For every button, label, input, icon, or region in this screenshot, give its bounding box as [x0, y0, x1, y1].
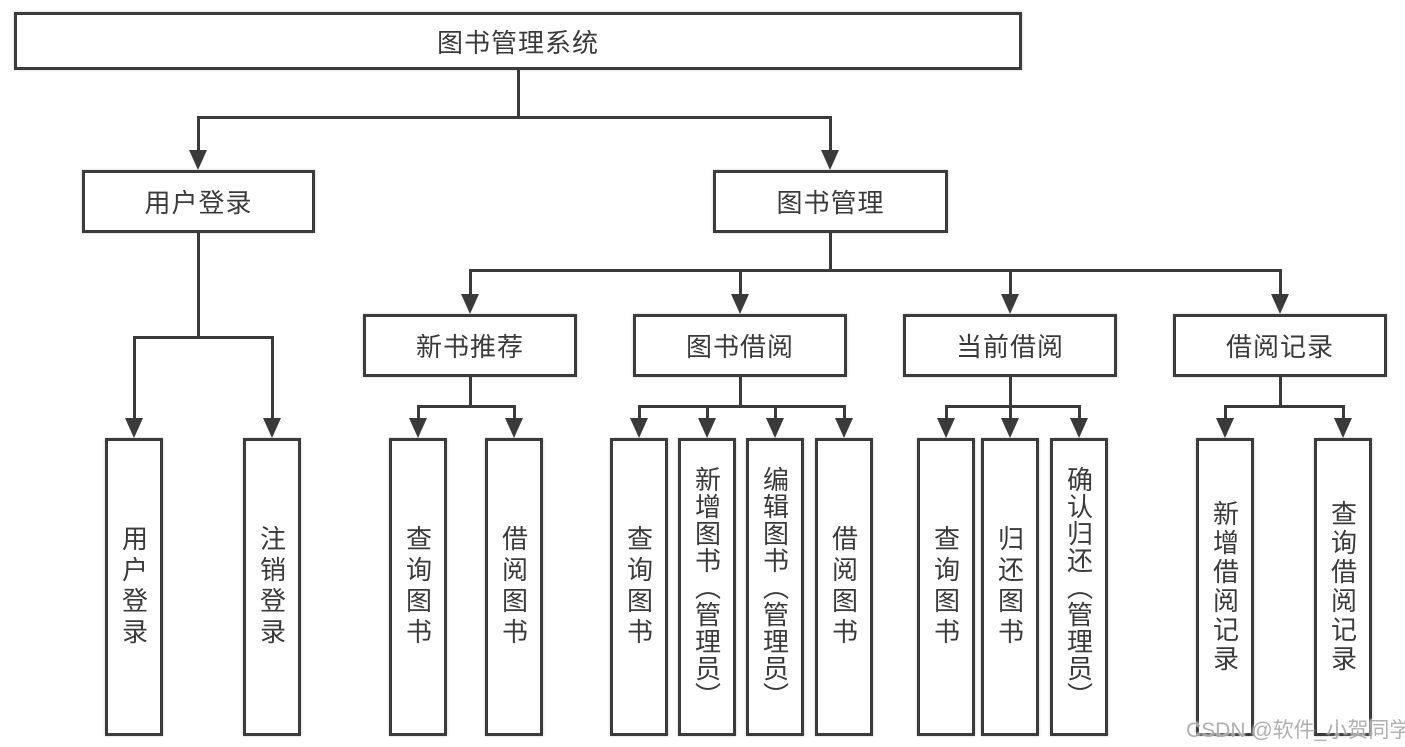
node-label: 查询图书: [623, 525, 654, 649]
arrow-down-icon: [1334, 418, 1352, 438]
node-label: 借阅图书: [828, 525, 859, 649]
node-label: 新书推荐: [415, 332, 524, 362]
leaf-borrow-books: 借阅图书: [815, 438, 873, 736]
connector-vline: [638, 405, 641, 420]
arrow-down-icon: [1216, 418, 1234, 438]
arrow-down-icon: [821, 150, 839, 170]
connector-vline: [197, 233, 200, 339]
arrow-down-icon: [1271, 294, 1289, 314]
node-label: 用户登录: [144, 188, 253, 218]
connector-vline: [1224, 405, 1227, 420]
arrow-down-icon: [461, 294, 479, 314]
node-user-login-branch: 用户登录: [82, 170, 315, 233]
connector-vline: [843, 405, 846, 420]
connector-hline: [1224, 405, 1344, 408]
node-label: 借阅图书: [498, 525, 529, 649]
arrow-down-icon: [125, 418, 143, 438]
connector-vline: [739, 377, 742, 408]
node-new-book-recommend: 新书推荐: [363, 314, 577, 377]
connector-hline: [945, 405, 1080, 408]
arrow-down-icon: [189, 150, 207, 170]
node-current-borrowing: 当前借阅: [903, 314, 1117, 377]
leaf-return-book: 归还图书: [981, 438, 1039, 736]
arrow-down-icon: [1001, 418, 1019, 438]
node-label: 图书借阅: [685, 332, 794, 362]
node-borrowing-records: 借阅记录: [1173, 314, 1387, 377]
connector-hline: [133, 336, 274, 339]
watermark: CSDN @软件_小贺同学: [1186, 719, 1405, 742]
leaf-edit-book-admin: 编辑图书（管理员）: [746, 438, 804, 736]
leaf-user-login: 用户登录: [105, 438, 163, 736]
node-label: 借阅记录: [1225, 332, 1334, 362]
leaf-add-book-admin: 新增图书（管理员）: [678, 438, 736, 736]
connector-vline: [133, 336, 136, 420]
node-label: 查询借阅记录: [1327, 500, 1358, 674]
leaf-query-books: 查询图书: [917, 438, 975, 736]
connector-hline: [417, 405, 516, 408]
node-library-system: 图书管理系统: [14, 12, 1022, 70]
connector-vline: [1342, 405, 1345, 420]
leaf-borrow-books: 借阅图书: [485, 438, 543, 736]
node-label: 新增图书（管理员）: [691, 465, 722, 709]
node-book-management-branch: 图书管理: [713, 170, 948, 233]
connector-vline: [1279, 269, 1282, 296]
node-label: 编辑图书（管理员）: [759, 465, 790, 709]
leaf-logout: 注销登录: [243, 438, 301, 736]
arrow-down-icon: [505, 418, 523, 438]
node-label: 归还图书: [994, 525, 1025, 649]
node-label: 当前借阅: [955, 332, 1064, 362]
connector-vline: [829, 233, 832, 272]
arrow-down-icon: [1070, 418, 1088, 438]
node-book-borrowing: 图书借阅: [633, 314, 847, 377]
connector-vline: [1279, 377, 1282, 408]
leaf-add-borrow-record: 新增借阅记录: [1196, 438, 1254, 736]
arrow-down-icon: [766, 418, 784, 438]
connector-vline: [197, 116, 200, 152]
connector-vline: [469, 377, 472, 408]
leaf-query-books: 查询图书: [389, 438, 447, 736]
connector-vline: [1009, 405, 1012, 420]
arrow-down-icon: [409, 418, 427, 438]
arrow-down-icon: [630, 418, 648, 438]
node-label: 确认归还（管理员）: [1063, 465, 1094, 709]
connector-vline: [706, 405, 709, 420]
connector-vline: [1078, 405, 1081, 420]
node-label: 查询图书: [930, 525, 961, 649]
connector-vline: [513, 405, 516, 420]
arrow-down-icon: [835, 418, 853, 438]
connector-vline: [829, 116, 832, 152]
connector-vline: [1009, 269, 1012, 296]
node-label: 用户登录: [118, 525, 149, 649]
node-label: 注销登录: [256, 525, 287, 649]
leaf-query-borrow-record: 查询借阅记录: [1314, 438, 1372, 736]
leaf-query-books: 查询图书: [610, 438, 668, 736]
connector-vline: [469, 269, 472, 296]
leaf-confirm-return-admin: 确认归还（管理员）: [1050, 438, 1108, 736]
connector-vline: [1009, 377, 1012, 408]
connector-hline: [469, 269, 1282, 272]
connector-vline: [739, 269, 742, 296]
connector-hline: [197, 116, 832, 119]
arrow-down-icon: [731, 294, 749, 314]
arrow-down-icon: [263, 418, 281, 438]
node-label: 图书管理: [776, 188, 885, 218]
connector-vline: [417, 405, 420, 420]
node-label: 查询图书: [402, 525, 433, 649]
node-label: 新增借阅记录: [1209, 500, 1240, 674]
arrow-down-icon: [1001, 294, 1019, 314]
node-label: 图书管理系统: [436, 27, 599, 58]
arrow-down-icon: [937, 418, 955, 438]
connector-vline: [271, 336, 274, 420]
connector-vline: [945, 405, 948, 420]
connector-hline: [638, 405, 845, 408]
arrow-down-icon: [698, 418, 716, 438]
connector-vline: [517, 69, 520, 119]
connector-vline: [774, 405, 777, 420]
